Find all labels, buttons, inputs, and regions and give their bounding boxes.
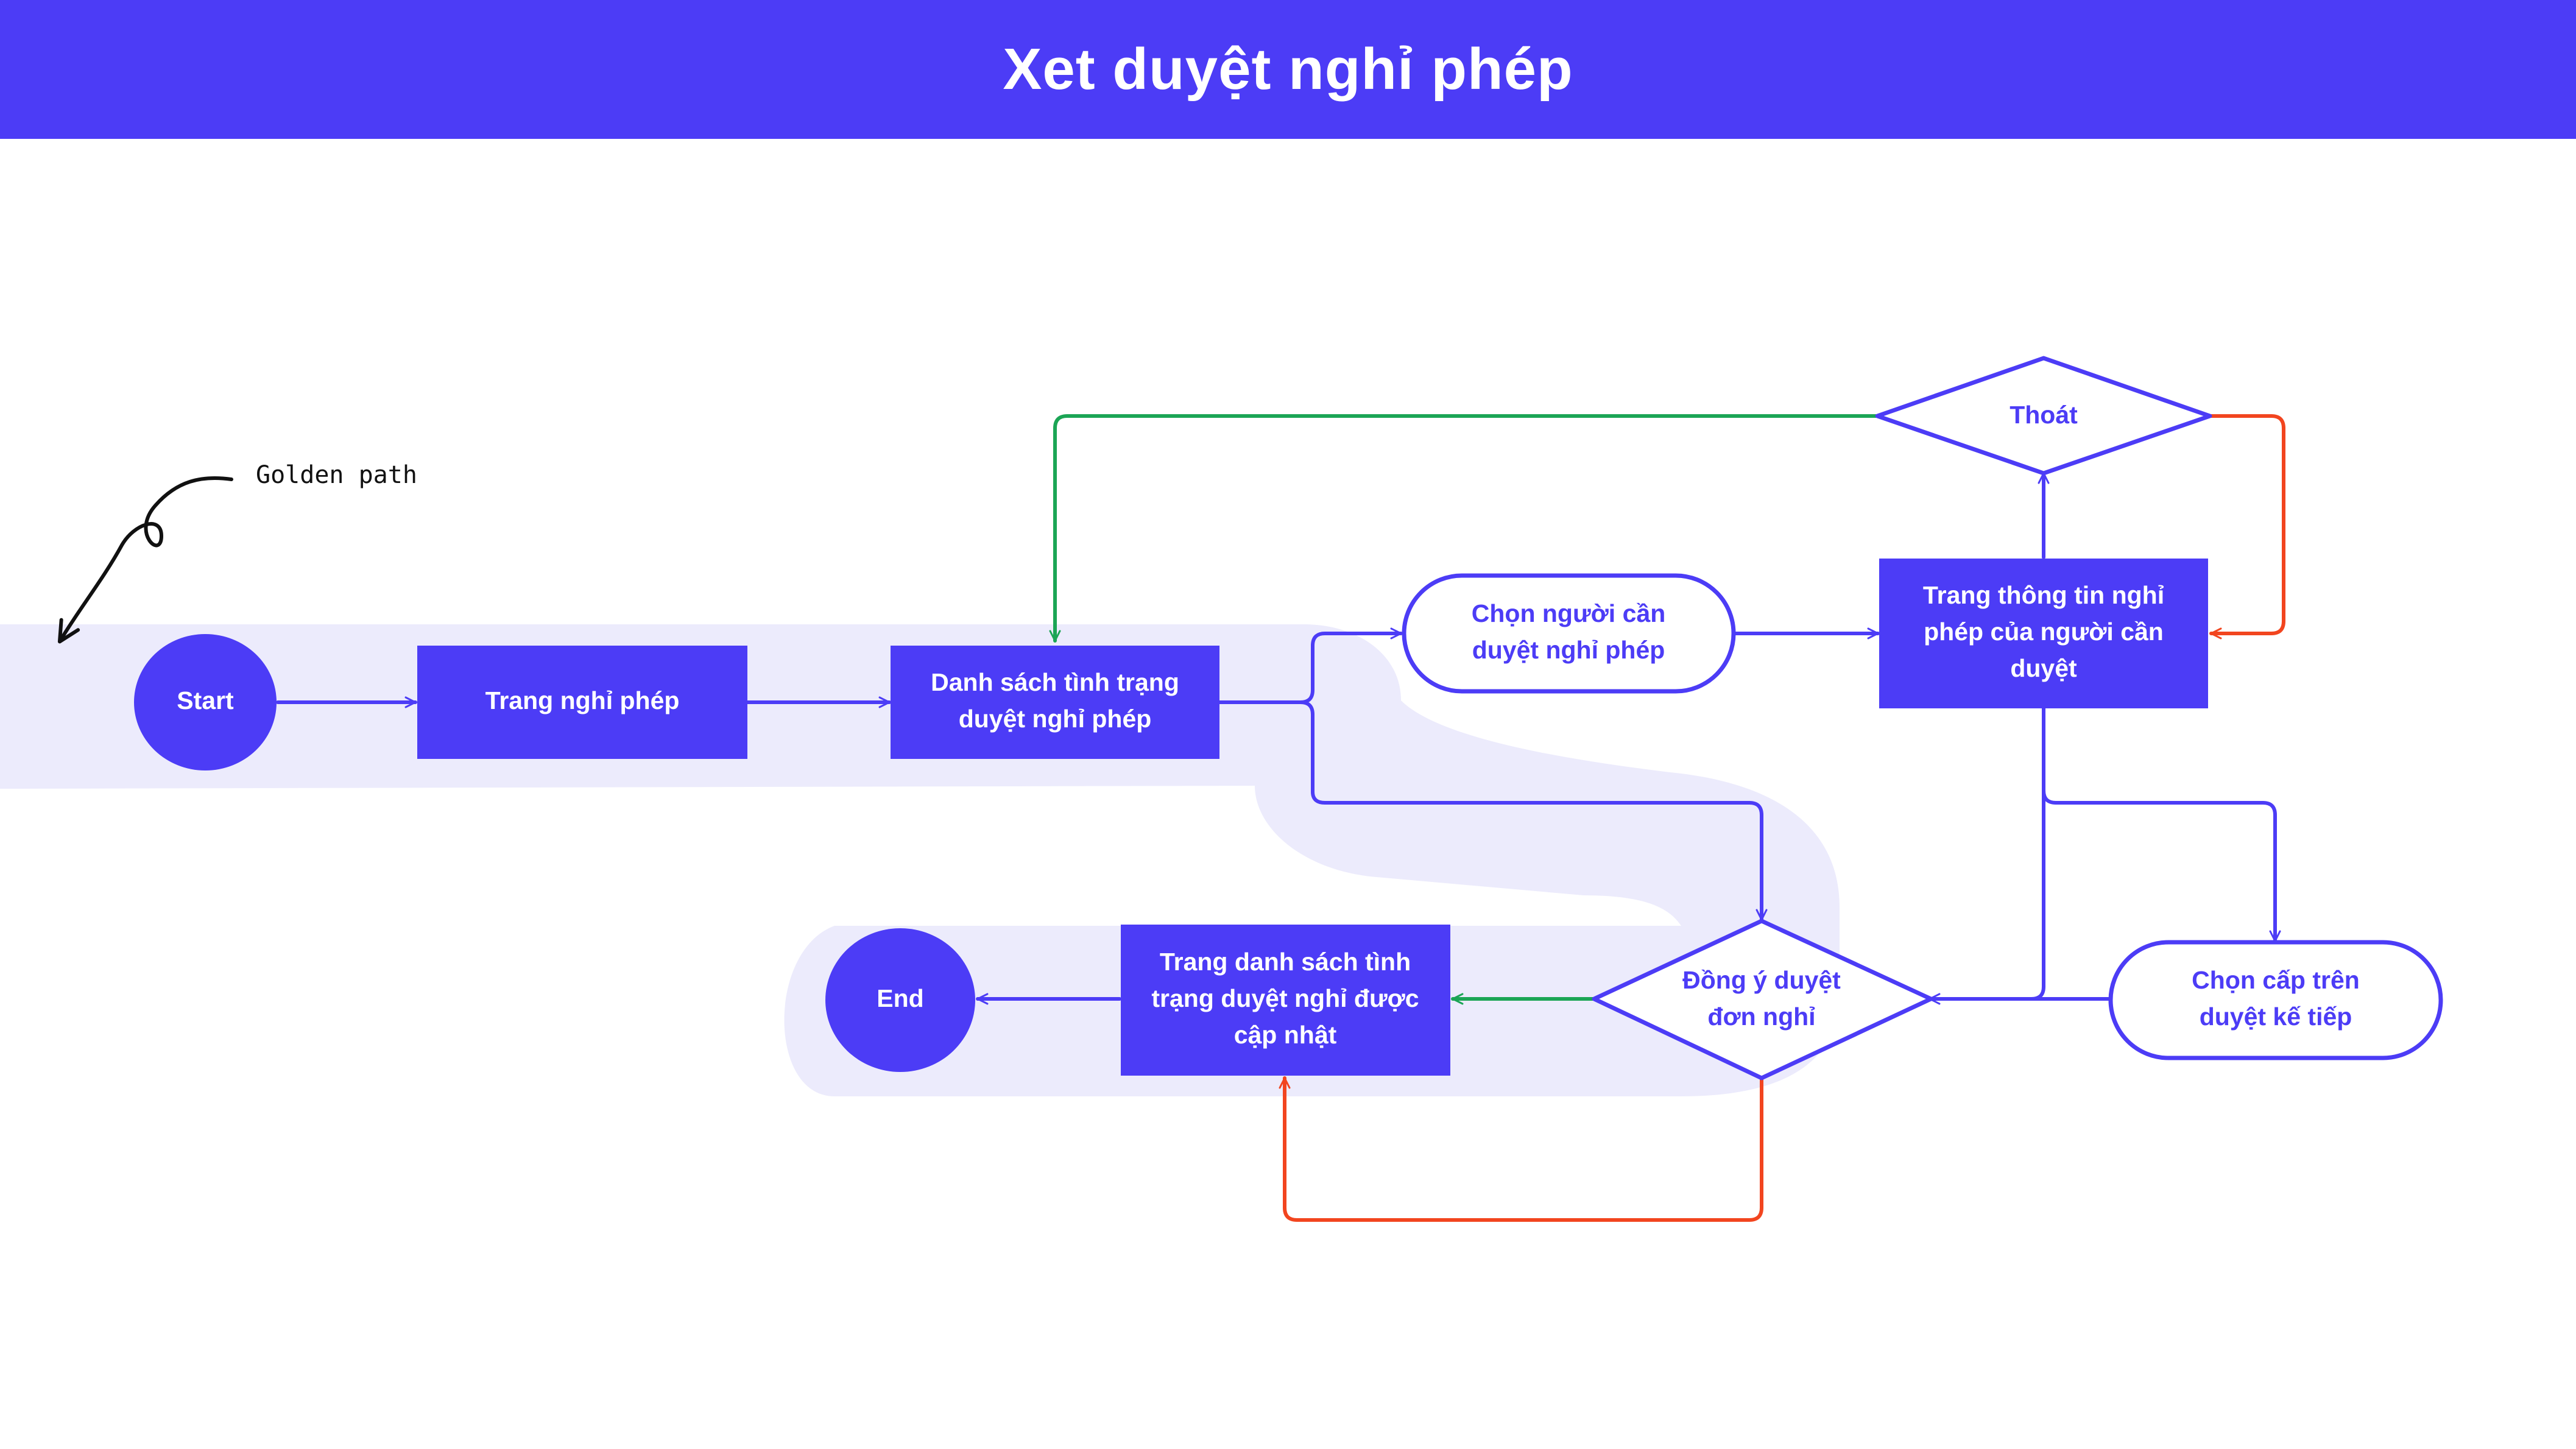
node-trang-thong-tin-label-3: duyệt [2010, 654, 2077, 682]
connector-dong-y-reject-loop [1279, 1076, 1763, 1222]
node-trang-danh-sach-cap-nhat: Trang danh sách tình trạng duyệt nghỉ đư… [1121, 925, 1450, 1076]
node-chon-nguoi: Chọn người cần duyệt nghỉ phép [1402, 573, 1736, 694]
connector-thoat-to-trang-thong-tin [2208, 414, 2285, 640]
golden-path-annotation: Golden path [57, 461, 417, 644]
node-thoat: Thoát [1875, 356, 2212, 476]
connector-thoat-to-danh-sach [1049, 414, 1878, 643]
node-dong-y-label-2: đơn nghỉ [1707, 1003, 1815, 1031]
node-chon-cap-tren: Chọn cấp trên duyệt kế tiếp [2108, 940, 2443, 1060]
node-chon-nguoi-label-1: Chọn người cần [1472, 599, 1666, 627]
node-end-label: End [877, 984, 923, 1012]
node-cap-nhat-label-3: cập nhật [1234, 1021, 1337, 1049]
connector-trang-thong-tin-to-dong-y [1928, 789, 2045, 1005]
node-end: End [825, 928, 975, 1072]
node-danh-sach-label-1: Danh sách tình trạng [931, 668, 1179, 696]
node-thoat-label: Thoát [2010, 401, 2078, 429]
node-danh-sach: Danh sách tình trạng duyệt nghỉ phép [891, 646, 1219, 759]
node-danh-sach-label-2: duyệt nghỉ phép [959, 705, 1152, 733]
golden-path-label: Golden path [256, 461, 417, 489]
node-trang-thong-tin-label-2: phép của người cần [1924, 618, 2164, 646]
curved-arrow-icon [57, 476, 233, 644]
connector-danh-sach-to-dong-y [1299, 700, 1768, 922]
node-cap-nhat-label-1: Trang danh sách tình [1160, 948, 1411, 976]
connectors [276, 414, 2285, 1222]
node-cap-nhat-label-2: trạng duyệt nghỉ được [1151, 984, 1419, 1012]
header-bar: Xet duyệt nghỉ phép [0, 0, 2576, 139]
node-dong-y-label-1: Đồng ý duyệt [1682, 966, 1841, 994]
node-trang-nghi-phep-label: Trang nghỉ phép [485, 686, 680, 714]
page-title: Xet duyệt nghỉ phép [1003, 37, 1573, 102]
node-trang-thong-tin: Trang thông tin nghỉ phép của người cần … [1879, 559, 2208, 708]
node-start: Start [134, 634, 277, 770]
node-dong-y: Đồng ý duyệt đơn nghỉ [1592, 918, 1933, 1081]
node-trang-nghi-phep: Trang nghỉ phép [417, 646, 747, 759]
node-chon-cap-tren-label-1: Chọn cấp trên [2192, 966, 2360, 994]
node-start-label: Start [177, 686, 234, 714]
node-chon-cap-tren-label-2: duyệt kế tiếp [2200, 1003, 2352, 1031]
node-trang-thong-tin-label-1: Trang thông tin nghỉ [1923, 581, 2164, 609]
node-chon-nguoi-label-2: duyệt nghỉ phép [1472, 636, 1665, 664]
connector-trang-thong-tin-to-chon-cap-tren [2042, 707, 2281, 943]
